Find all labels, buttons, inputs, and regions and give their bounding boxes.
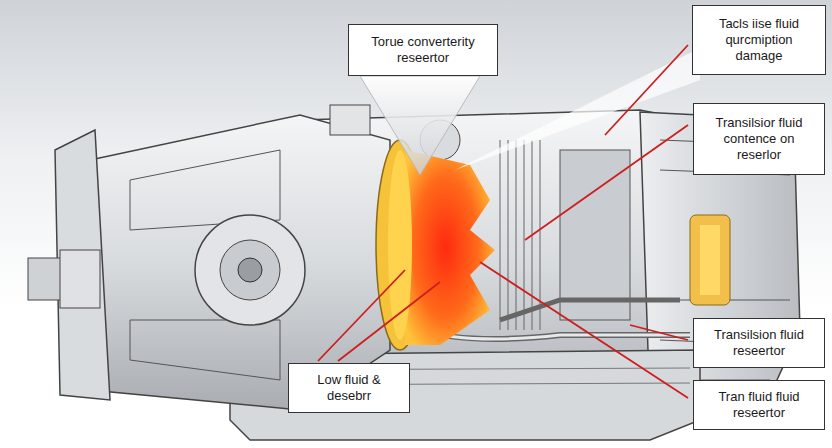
callout-text: Torue converterity reseertor [357,34,489,67]
callout-box: Low fluid & desebrr [288,363,410,413]
callout-box: Tacls iise fluid qurcmiption damage [692,5,826,75]
callout-text: Tran fluid fluid reseertor [702,389,816,422]
callout-text: Transilsior fluid contence on reserlor [702,115,816,164]
callout-text: Transilsion fluid reseertor [702,327,816,360]
callout-box: Transilsion fluid reseertor [693,318,825,368]
callout-box: Torue converterity reseertor [348,24,498,76]
callout-box: Tran fluid fluid reseertor [693,380,825,430]
callout-text: Tacls iise fluid qurcmiption damage [701,16,817,65]
callout-box: Transilsior fluid contence on reserlor [693,103,825,175]
callout-text: Low fluid & desebrr [297,372,401,405]
